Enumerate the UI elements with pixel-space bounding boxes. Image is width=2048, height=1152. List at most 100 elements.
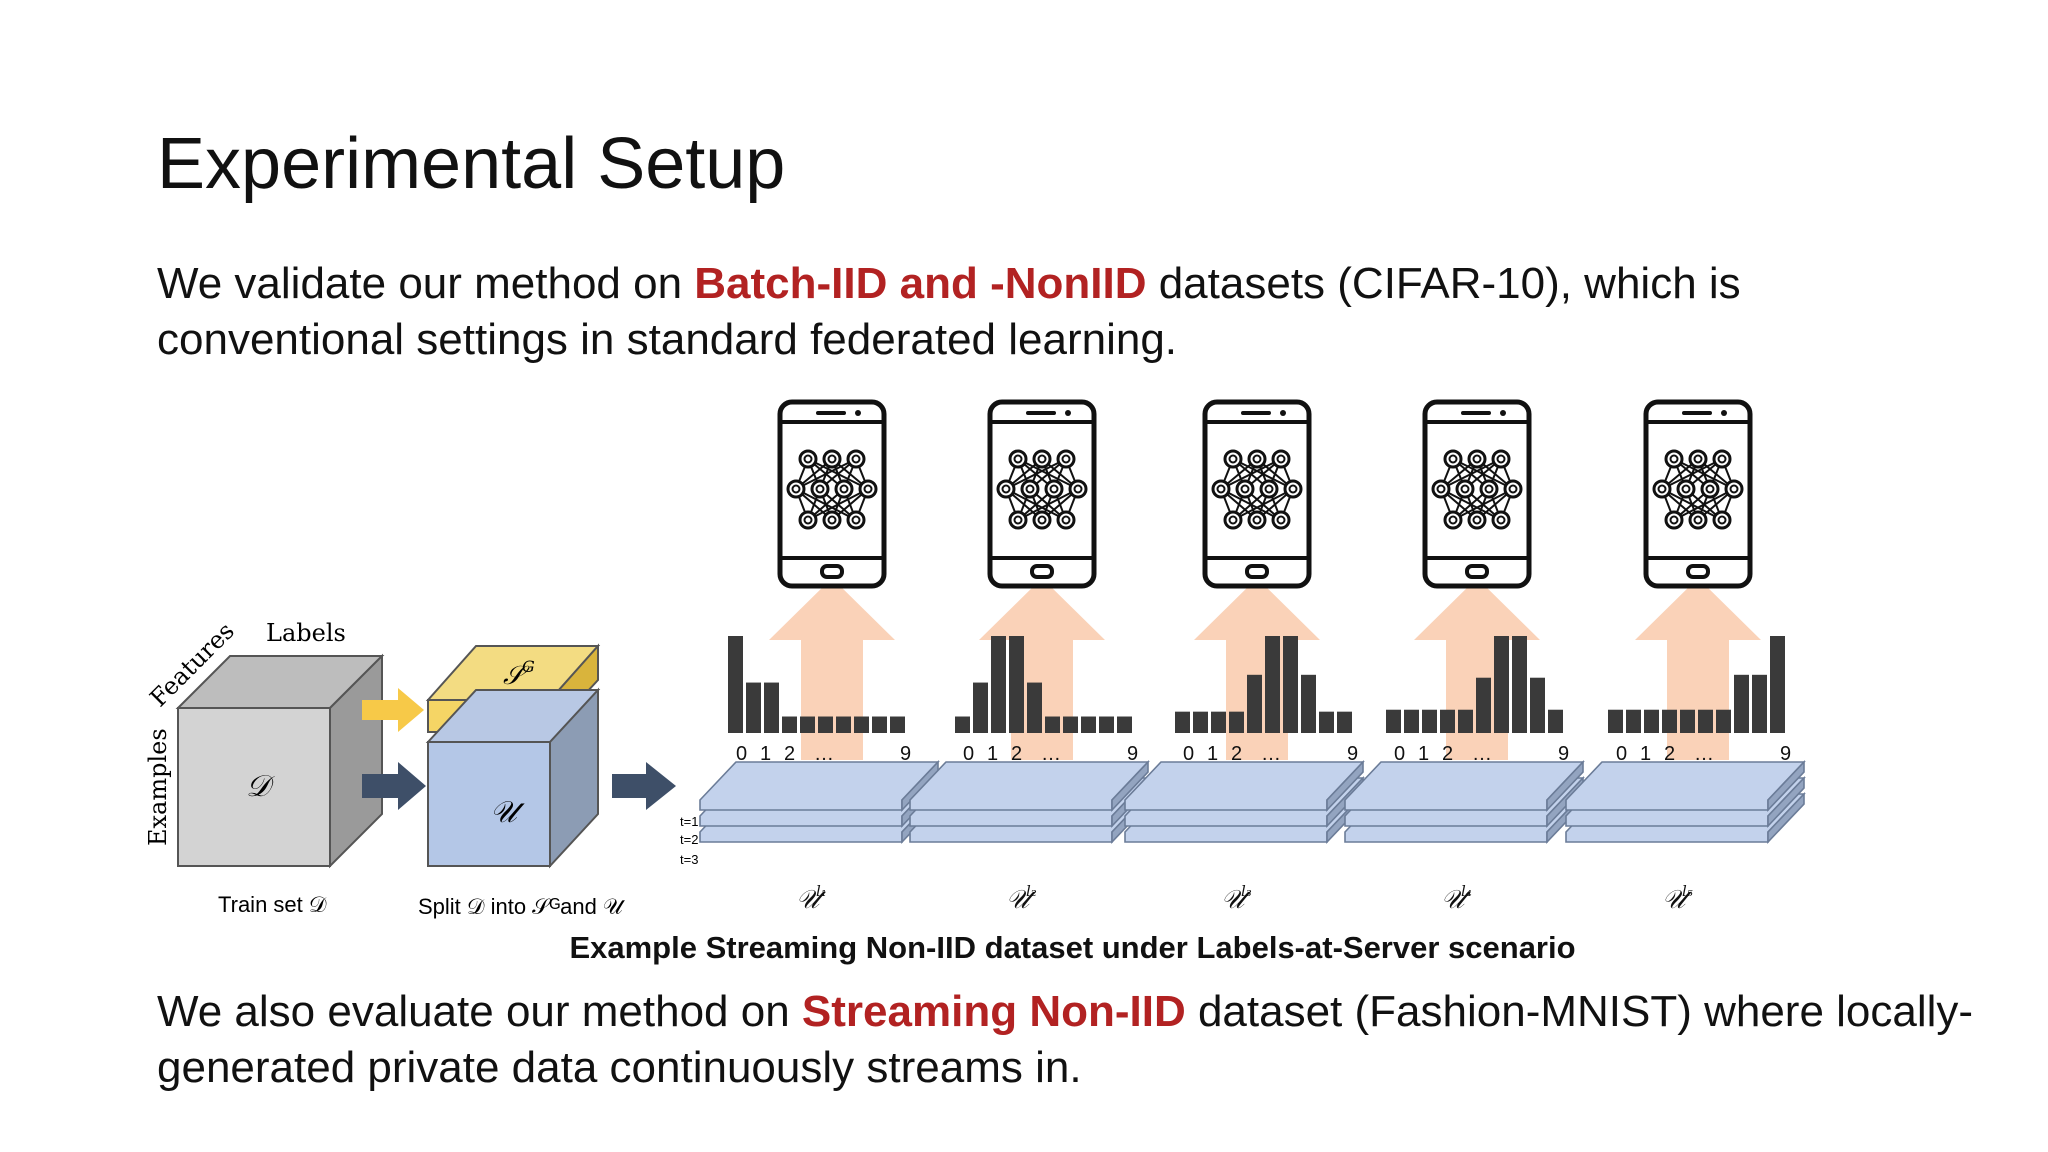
- nn-node-inner: [1448, 454, 1458, 464]
- nn-node-inner: [1228, 515, 1238, 525]
- time-label: t=2: [680, 832, 698, 847]
- streaming-text-pre: We also evaluate our method on: [157, 987, 802, 1036]
- nn-node: [846, 449, 866, 469]
- hist-bar: [1476, 677, 1491, 733]
- hist-bar: [1301, 674, 1316, 733]
- phone-camera: [1721, 410, 1727, 416]
- hist-tick-label: 9: [1558, 743, 1569, 765]
- nn-edge: [1673, 488, 1735, 521]
- nn-node: [1688, 510, 1708, 530]
- sg-superscript: G: [522, 657, 535, 676]
- labels-axis-label: Labels: [266, 619, 346, 647]
- figure-caption: Example Streaming Non-IID dataset under …: [569, 930, 1576, 965]
- nn-node-inner: [1448, 515, 1458, 525]
- hist-bar: [1229, 711, 1244, 733]
- nn-node: [822, 510, 842, 530]
- intro-paragraph: We validate our method on Batch-IID and …: [157, 256, 1977, 368]
- nn-node: [1283, 479, 1303, 499]
- examples-axis-label: Examples: [144, 728, 172, 846]
- hist-tick-label: 1: [987, 743, 998, 765]
- hist-bar: [1734, 674, 1749, 733]
- hist-bar: [1386, 709, 1401, 733]
- hist-bar: [1337, 711, 1352, 733]
- nn-node: [1503, 479, 1523, 499]
- nn-node: [1443, 510, 1463, 530]
- hist-bar: [1081, 716, 1096, 733]
- nn-node: [1271, 510, 1291, 530]
- hist-bar: [890, 716, 905, 733]
- phone-body: [1422, 399, 1532, 589]
- intro-text-pre: We validate our method on: [157, 259, 695, 308]
- hist-bar: [818, 716, 833, 733]
- nn-node: [1032, 510, 1052, 530]
- hist-tick-label: 9: [1347, 743, 1358, 765]
- phone-icon: [1422, 399, 1532, 589]
- nn-node-inner: [851, 454, 861, 464]
- hist-bar: [1175, 711, 1190, 733]
- nn-node-inner: [827, 515, 837, 525]
- nn-edge: [1005, 458, 1067, 490]
- hist-tick-label: 9: [900, 743, 911, 765]
- nn-edge: [1440, 458, 1502, 490]
- phone-icon: [777, 399, 887, 589]
- stream-slab-side: [1767, 791, 1805, 845]
- phone-body: [1202, 399, 1312, 589]
- hist-tick-label: 2: [1231, 743, 1242, 765]
- hist-bar: [1422, 709, 1437, 733]
- nn-node: [810, 479, 830, 499]
- hist-bar: [1770, 636, 1785, 733]
- nn-node: [1688, 449, 1708, 469]
- train-set-cube: 𝒟: [175, 653, 385, 869]
- time-label: t=3: [680, 852, 698, 867]
- hist-bar: [1045, 716, 1060, 733]
- phone-camera: [1065, 410, 1071, 416]
- nn-edge: [1232, 488, 1294, 521]
- stream-slab-side: [1767, 759, 1805, 813]
- nn-node-inner: [1717, 515, 1727, 525]
- time-label: t=1: [680, 814, 698, 829]
- hist-bar: [1404, 709, 1419, 733]
- nn-node: [1056, 510, 1076, 530]
- hist-tick-label: 0: [1183, 743, 1194, 765]
- hist-tick-label: 9: [1780, 743, 1791, 765]
- nn-node: [1008, 449, 1028, 469]
- nn-node-inner: [1669, 515, 1679, 525]
- hist-tick-label: 0: [736, 743, 747, 765]
- hist-bar: [1117, 716, 1132, 733]
- neural-network-icon: [1211, 449, 1303, 530]
- client-label-superscript: l₂: [1026, 882, 1037, 900]
- nn-node-inner: [1729, 484, 1739, 494]
- u-cube: 𝒰: [425, 687, 601, 869]
- hist-bar: [1027, 682, 1042, 733]
- nn-node: [1211, 479, 1231, 499]
- arrow-to-streams: [612, 762, 676, 810]
- arrow-to-sg: [362, 688, 424, 732]
- nn-node-inner: [1073, 484, 1083, 494]
- nn-node-inner: [1508, 484, 1518, 494]
- nn-node: [1676, 479, 1696, 499]
- hist-tick-label: 2: [784, 743, 795, 765]
- upload-arrow: [1194, 578, 1320, 760]
- nn-node: [1712, 510, 1732, 530]
- nn-node-inner: [1681, 484, 1691, 494]
- nn-node: [1020, 479, 1040, 499]
- phone-home-button: [1686, 564, 1710, 579]
- phone-camera: [1500, 410, 1506, 416]
- phone-body: [1643, 399, 1753, 589]
- phone-icon: [1202, 399, 1312, 589]
- hist-tick-ellipsis: …: [1041, 743, 1061, 765]
- nn-node: [786, 479, 806, 499]
- hist-bar: [991, 636, 1006, 733]
- stream-slab-side: [1767, 775, 1805, 829]
- nn-node-inner: [1484, 484, 1494, 494]
- nn-node-inner: [839, 484, 849, 494]
- client-label-superscript: l₅: [1682, 882, 1693, 900]
- nn-node: [1044, 479, 1064, 499]
- hist-bar: [800, 716, 815, 733]
- hist-tick-label: 1: [1207, 743, 1218, 765]
- hist-bar: [746, 682, 761, 733]
- hist-tick-label: 0: [1394, 743, 1405, 765]
